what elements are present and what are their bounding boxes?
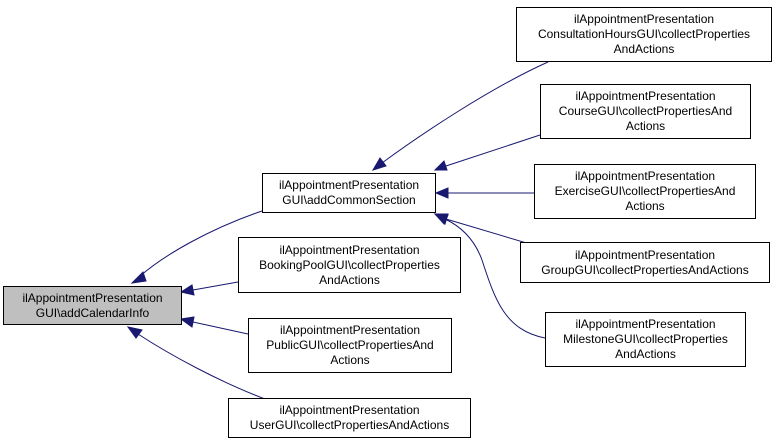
node-user[interactable]: ilAppointmentPresentation UserGUI\collec… [228, 398, 471, 438]
node-user-line-1: ilAppointmentPresentation [279, 403, 420, 417]
node-add-common-section-line-1: ilAppointmentPresentation [278, 178, 420, 192]
node-milestone-line-2: MilestoneGUI\collectProperties [563, 332, 728, 346]
edge-common-section-to-calendar-info [130, 210, 263, 284]
node-group-line-1: ilAppointmentPresentation [574, 247, 716, 262]
node-booking-pool[interactable]: ilAppointmentPresentation BookingPoolGUI… [238, 237, 461, 293]
node-add-common-section-line-2: GUI\addCommonSection [282, 193, 416, 207]
edge-milestone-to-common-section [433, 213, 546, 339]
node-add-common-section[interactable]: ilAppointmentPresentation GUI\addCommonS… [262, 173, 436, 213]
node-add-calendar-info-line-1: ilAppointmentPresentation [22, 290, 163, 305]
node-public[interactable]: ilAppointmentPresentation PublicGUI\coll… [248, 318, 452, 373]
node-course[interactable]: ilAppointmentPresentation CourseGUI\coll… [540, 84, 751, 139]
node-public-line-1: ilAppointmentPresentation [279, 323, 421, 337]
edge-public-to-calendar-info [179, 316, 249, 335]
node-exercise-line-1: ilAppointmentPresentation [574, 169, 716, 183]
node-booking-pool-line-3: AndActions [319, 272, 380, 287]
node-public-line-2: PublicGUI\collectPropertiesAnd [266, 338, 434, 352]
node-booking-pool-line-2: BookingPoolGUI\collectProperties [259, 257, 440, 272]
node-consultation-hours-line-1: ilAppointmentPresentation [573, 12, 715, 26]
node-course-line-2: CourseGUI\collectPropertiesAnd [558, 104, 733, 118]
edge-booking-pool-to-calendar-info [179, 281, 239, 296]
node-milestone-line-1: ilAppointmentPresentation [575, 317, 716, 331]
node-milestone-line-3: AndActions [615, 347, 676, 361]
node-milestone[interactable]: ilAppointmentPresentation MilestoneGUI\c… [545, 312, 746, 367]
node-exercise[interactable]: ilAppointmentPresentation ExerciseGUI\co… [534, 164, 756, 219]
node-group-line-2: GroupGUI\collectPropertiesAndActions [541, 262, 749, 277]
node-course-line-1: ilAppointmentPresentation [575, 89, 716, 103]
node-exercise-line-2: ExerciseGUI\collectPropertiesAnd [554, 184, 736, 198]
node-user-line-2: UserGUI\collectPropertiesAndActions [249, 418, 450, 432]
node-booking-pool-line-1: ilAppointmentPresentation [279, 242, 420, 257]
edge-course-to-common-section [433, 134, 541, 171]
node-public-line-3: Actions [330, 353, 370, 367]
node-group[interactable]: ilAppointmentPresentation GroupGUI\colle… [520, 242, 770, 283]
node-consultation-hours-line-2: ConsultationHoursGUI\collectProperties [537, 27, 751, 41]
node-consultation-hours[interactable]: ilAppointmentPresentation ConsultationHo… [516, 7, 772, 62]
node-exercise-line-3: Actions [625, 199, 665, 213]
node-add-calendar-info: ilAppointmentPresentation GUI\addCalenda… [3, 286, 182, 325]
node-add-calendar-info-line-2: GUI\addCalendarInfo [35, 305, 150, 320]
edge-exercise-to-common-section [434, 187, 534, 199]
edge-user-to-calendar-info [126, 326, 266, 400]
node-course-line-3: Actions [625, 119, 666, 133]
edge-consultation-hours-to-common-section [371, 61, 549, 171]
node-consultation-hours-line-3: AndActions [613, 42, 675, 56]
